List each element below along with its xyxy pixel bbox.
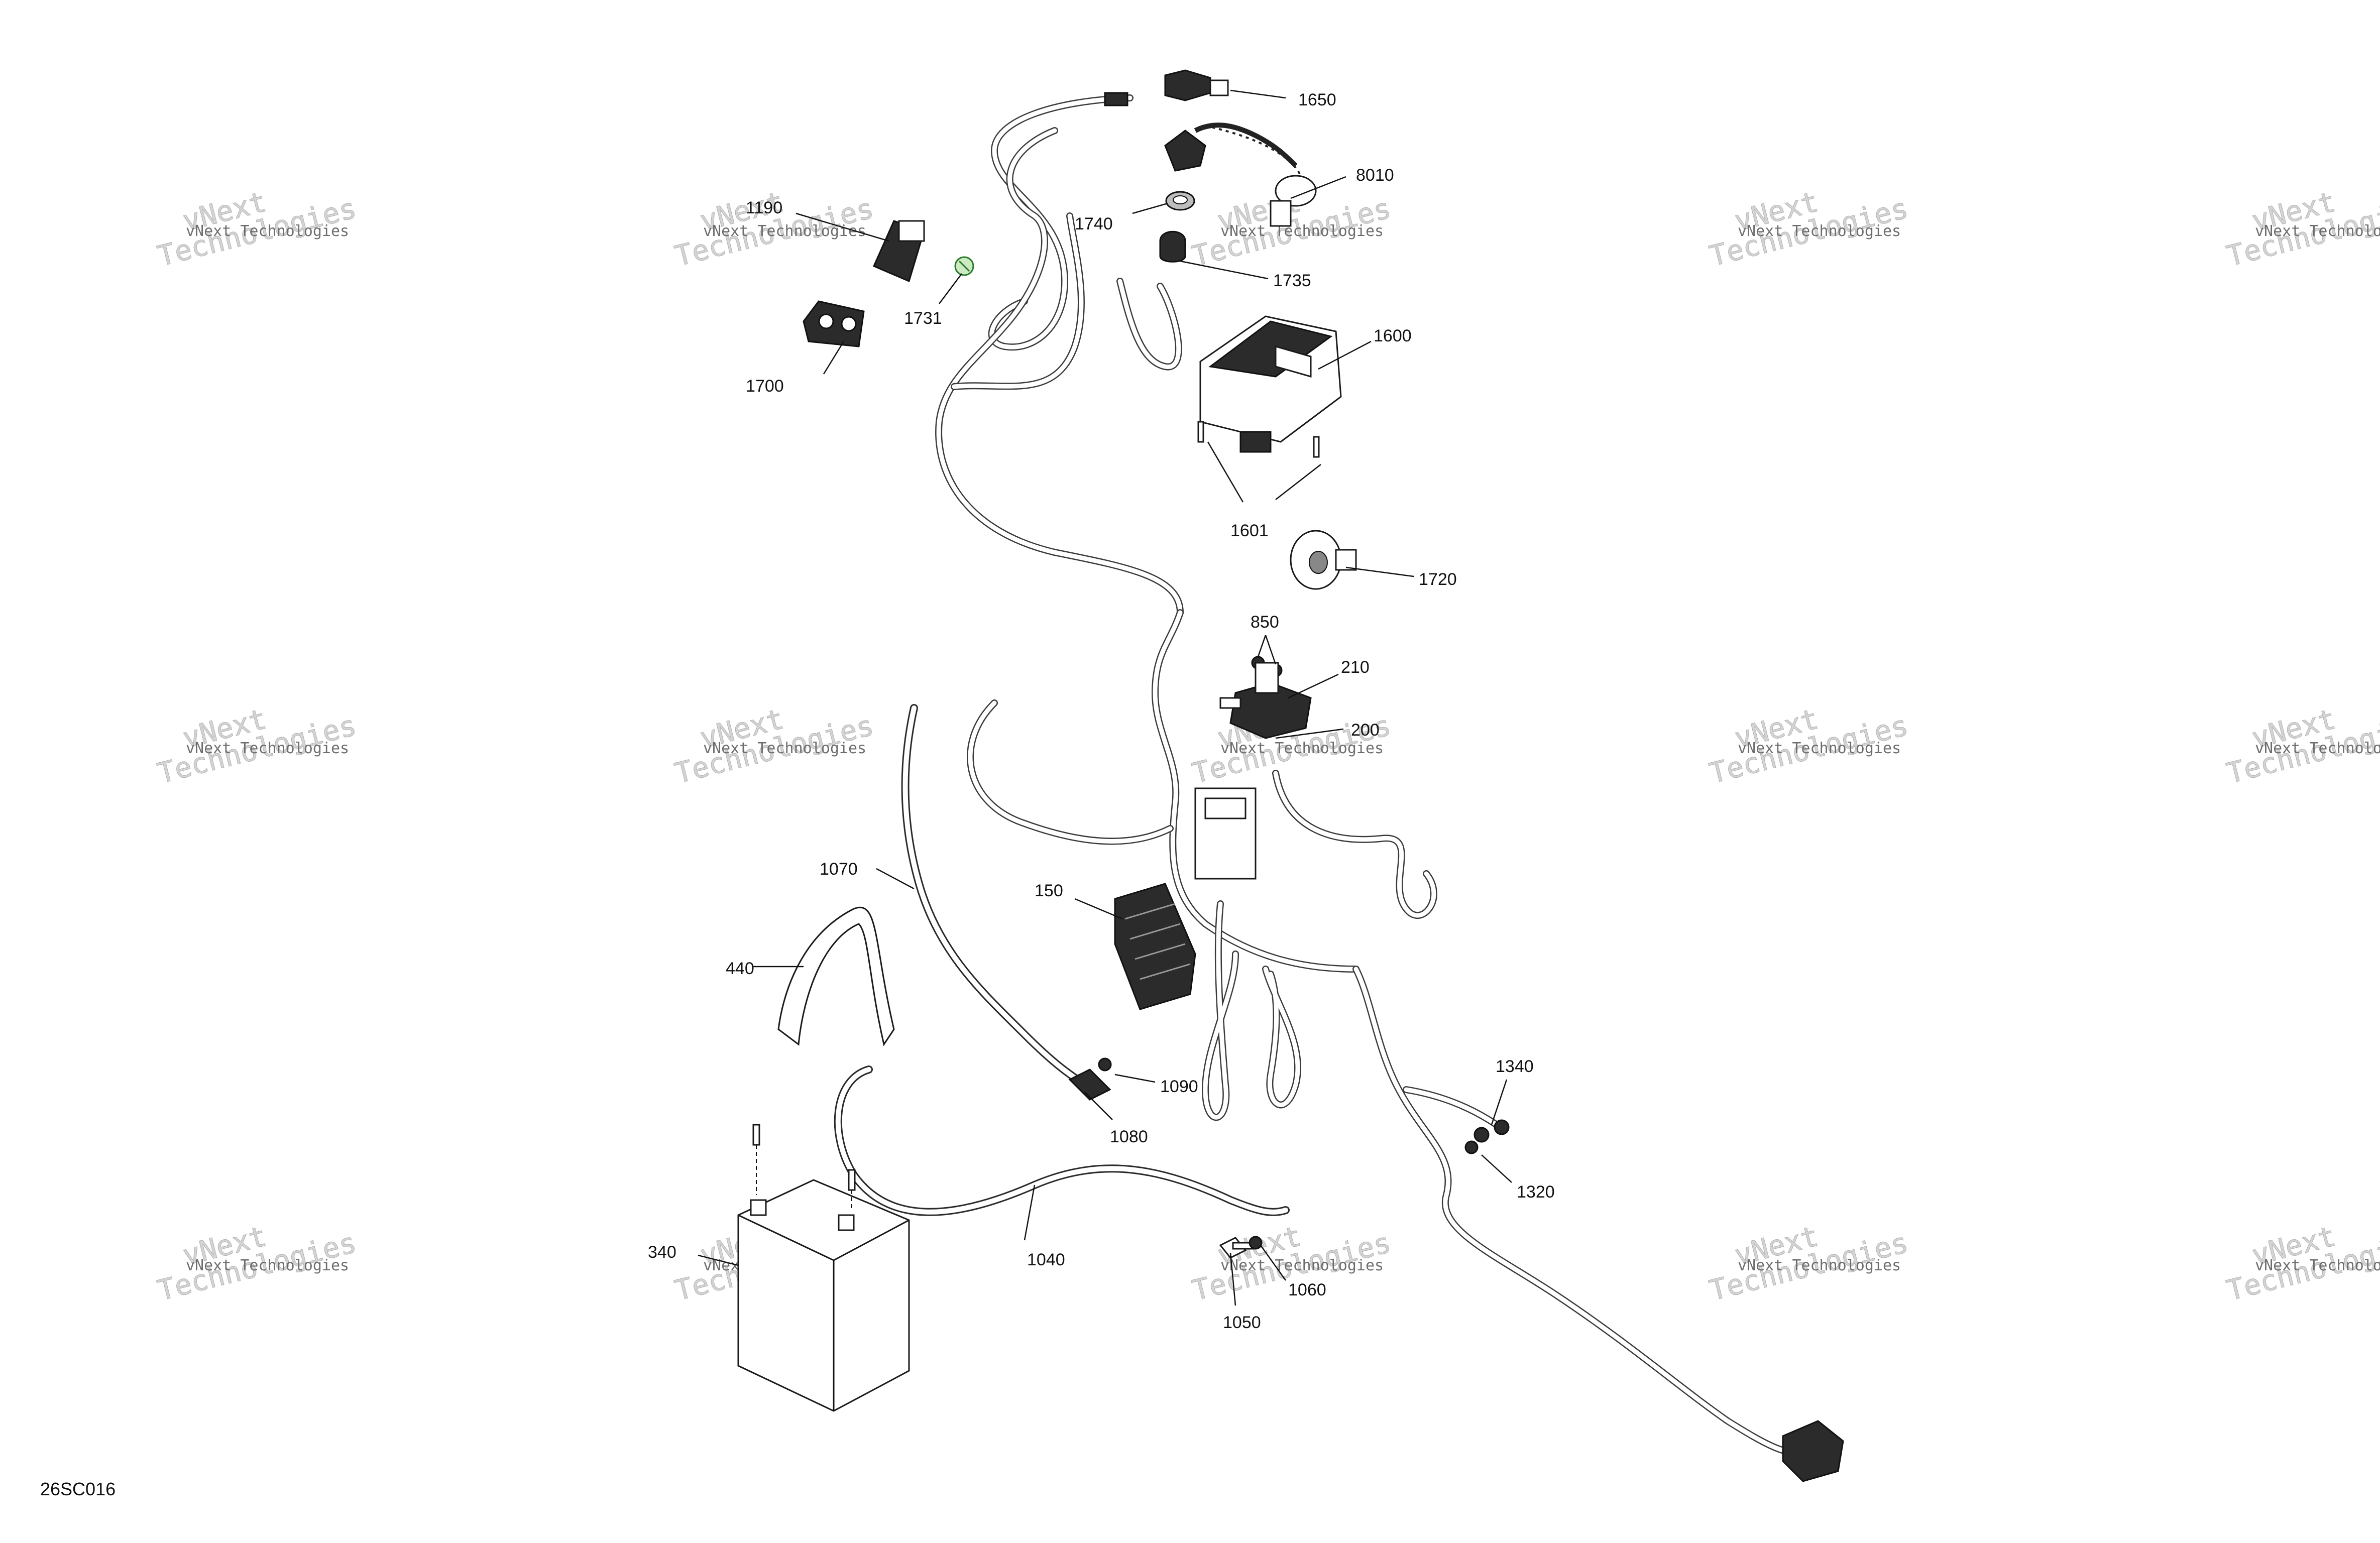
callout-210: 210 [1341,658,1370,677]
svg-text:vNext Technologies: vNext Technologies [703,222,866,240]
part-8010-coil-cord [1164,123,1317,227]
part-1090-washer [1098,1057,1112,1072]
part-relay-box [1194,787,1257,880]
watermark: vNext Technologies vNext Technologies [154,185,360,273]
svg-text:vNext Technologies: vNext Technologies [186,740,349,757]
svg-text:vNext Technologies: vNext Technologies [703,740,866,757]
part-1650-connector [1104,69,1229,106]
part-1731-fastener [954,256,974,276]
callout-1060: 1060 [1288,1280,1326,1299]
svg-text:vNext Technologies: vNext Technologies [1220,740,1384,757]
callout-1720: 1720 [1419,570,1457,589]
part-1740-grommet [1165,191,1195,211]
callout-440: 440 [726,959,754,978]
part-440-strap [777,906,895,1046]
callout-1731: 1731 [904,309,942,328]
part-connector-rear [1782,1420,1844,1482]
callout-1601: 1601 [1230,521,1269,540]
part-340-battery [737,1124,910,1412]
svg-text:vNext Technologies: vNext Technologies [2255,222,2380,240]
part-1600-cluster [1199,315,1342,453]
part-1320-screw [1464,1140,1479,1154]
callout-1040: 1040 [1027,1250,1065,1269]
cable-1040 [834,1065,1290,1216]
watermark: vNext Technologies vNext Technologies [2223,1220,2380,1308]
watermark: vNext Technologies vNext Technologies [154,702,360,790]
svg-text:vNext Technologies: vNext Technologies [1738,222,1901,240]
watermark: vNext Technologies vNext Technologies [2223,702,2380,790]
callout-340: 340 [648,1243,676,1262]
callout-1740: 1740 [1075,214,1113,233]
callout-1050: 1050 [1223,1313,1261,1332]
callout-200: 200 [1351,721,1380,740]
callout-150: 150 [1035,881,1063,900]
watermark: vNext Technologies vNext Technologies [1706,702,1911,790]
svg-text:vNext Technologies: vNext Technologies [2255,1257,2380,1274]
part-1190-connector [873,220,925,283]
watermark: vNext Technologies vNext Technologies [1706,1220,1911,1308]
svg-text:vNext Technologies: vNext Technologies [2255,740,2380,757]
callout-1080: 1080 [1110,1127,1148,1146]
callout-1735: 1735 [1273,271,1311,290]
callout-850: 850 [1251,613,1279,632]
cable-1070 [901,704,1089,1089]
callout-labels: 1650 8010 1190 1740 1735 1731 1700 1600 … [648,90,1555,1332]
part-1060-nut [1249,1236,1263,1250]
part-1720-grommet [1290,530,1357,590]
svg-text:vNext Technologies: vNext Technologies [1738,740,1901,757]
main-wiring-harness [935,94,1806,1456]
callout-1320: 1320 [1517,1182,1555,1202]
part-1601-screws [1197,421,1320,458]
figure-code: 26SC016 [40,1479,116,1499]
svg-text:vNext Technologies: vNext Technologies [186,1257,349,1274]
callout-1340: 1340 [1496,1057,1534,1076]
callout-1600: 1600 [1374,326,1412,345]
svg-text:vNext Technologies: vNext Technologies [1220,1257,1384,1274]
part-1080-terminal [1068,1069,1111,1101]
callout-1650: 1650 [1298,90,1336,109]
part-1340-terminal [1474,1119,1510,1143]
callout-1700: 1700 [746,377,784,396]
part-150-regulator [1114,883,1196,1010]
svg-text:vNext Technologies: vNext Technologies [1220,222,1384,240]
watermark: vNext Technologies vNext Technologies [671,702,877,790]
callout-1190: 1190 [746,198,782,217]
watermark: vNext Technologies vNext Technologies [1706,185,1911,273]
leader-lines [698,89,1512,1306]
callout-1070: 1070 [820,860,858,879]
watermark: vNext Technologies vNext Technologies [2223,185,2380,273]
svg-text:vNext Technologies: vNext Technologies [1738,1257,1901,1274]
callout-1090: 1090 [1160,1077,1198,1096]
svg-text:vNext Technologies: vNext Technologies [186,222,349,240]
callout-8010: 8010 [1356,166,1394,185]
part-1700-module [803,300,865,347]
part-1050-bolt [1219,1237,1254,1259]
watermark: vNext Technologies vNext Technologies [154,1220,360,1308]
part-1735-grommet [1159,230,1186,263]
